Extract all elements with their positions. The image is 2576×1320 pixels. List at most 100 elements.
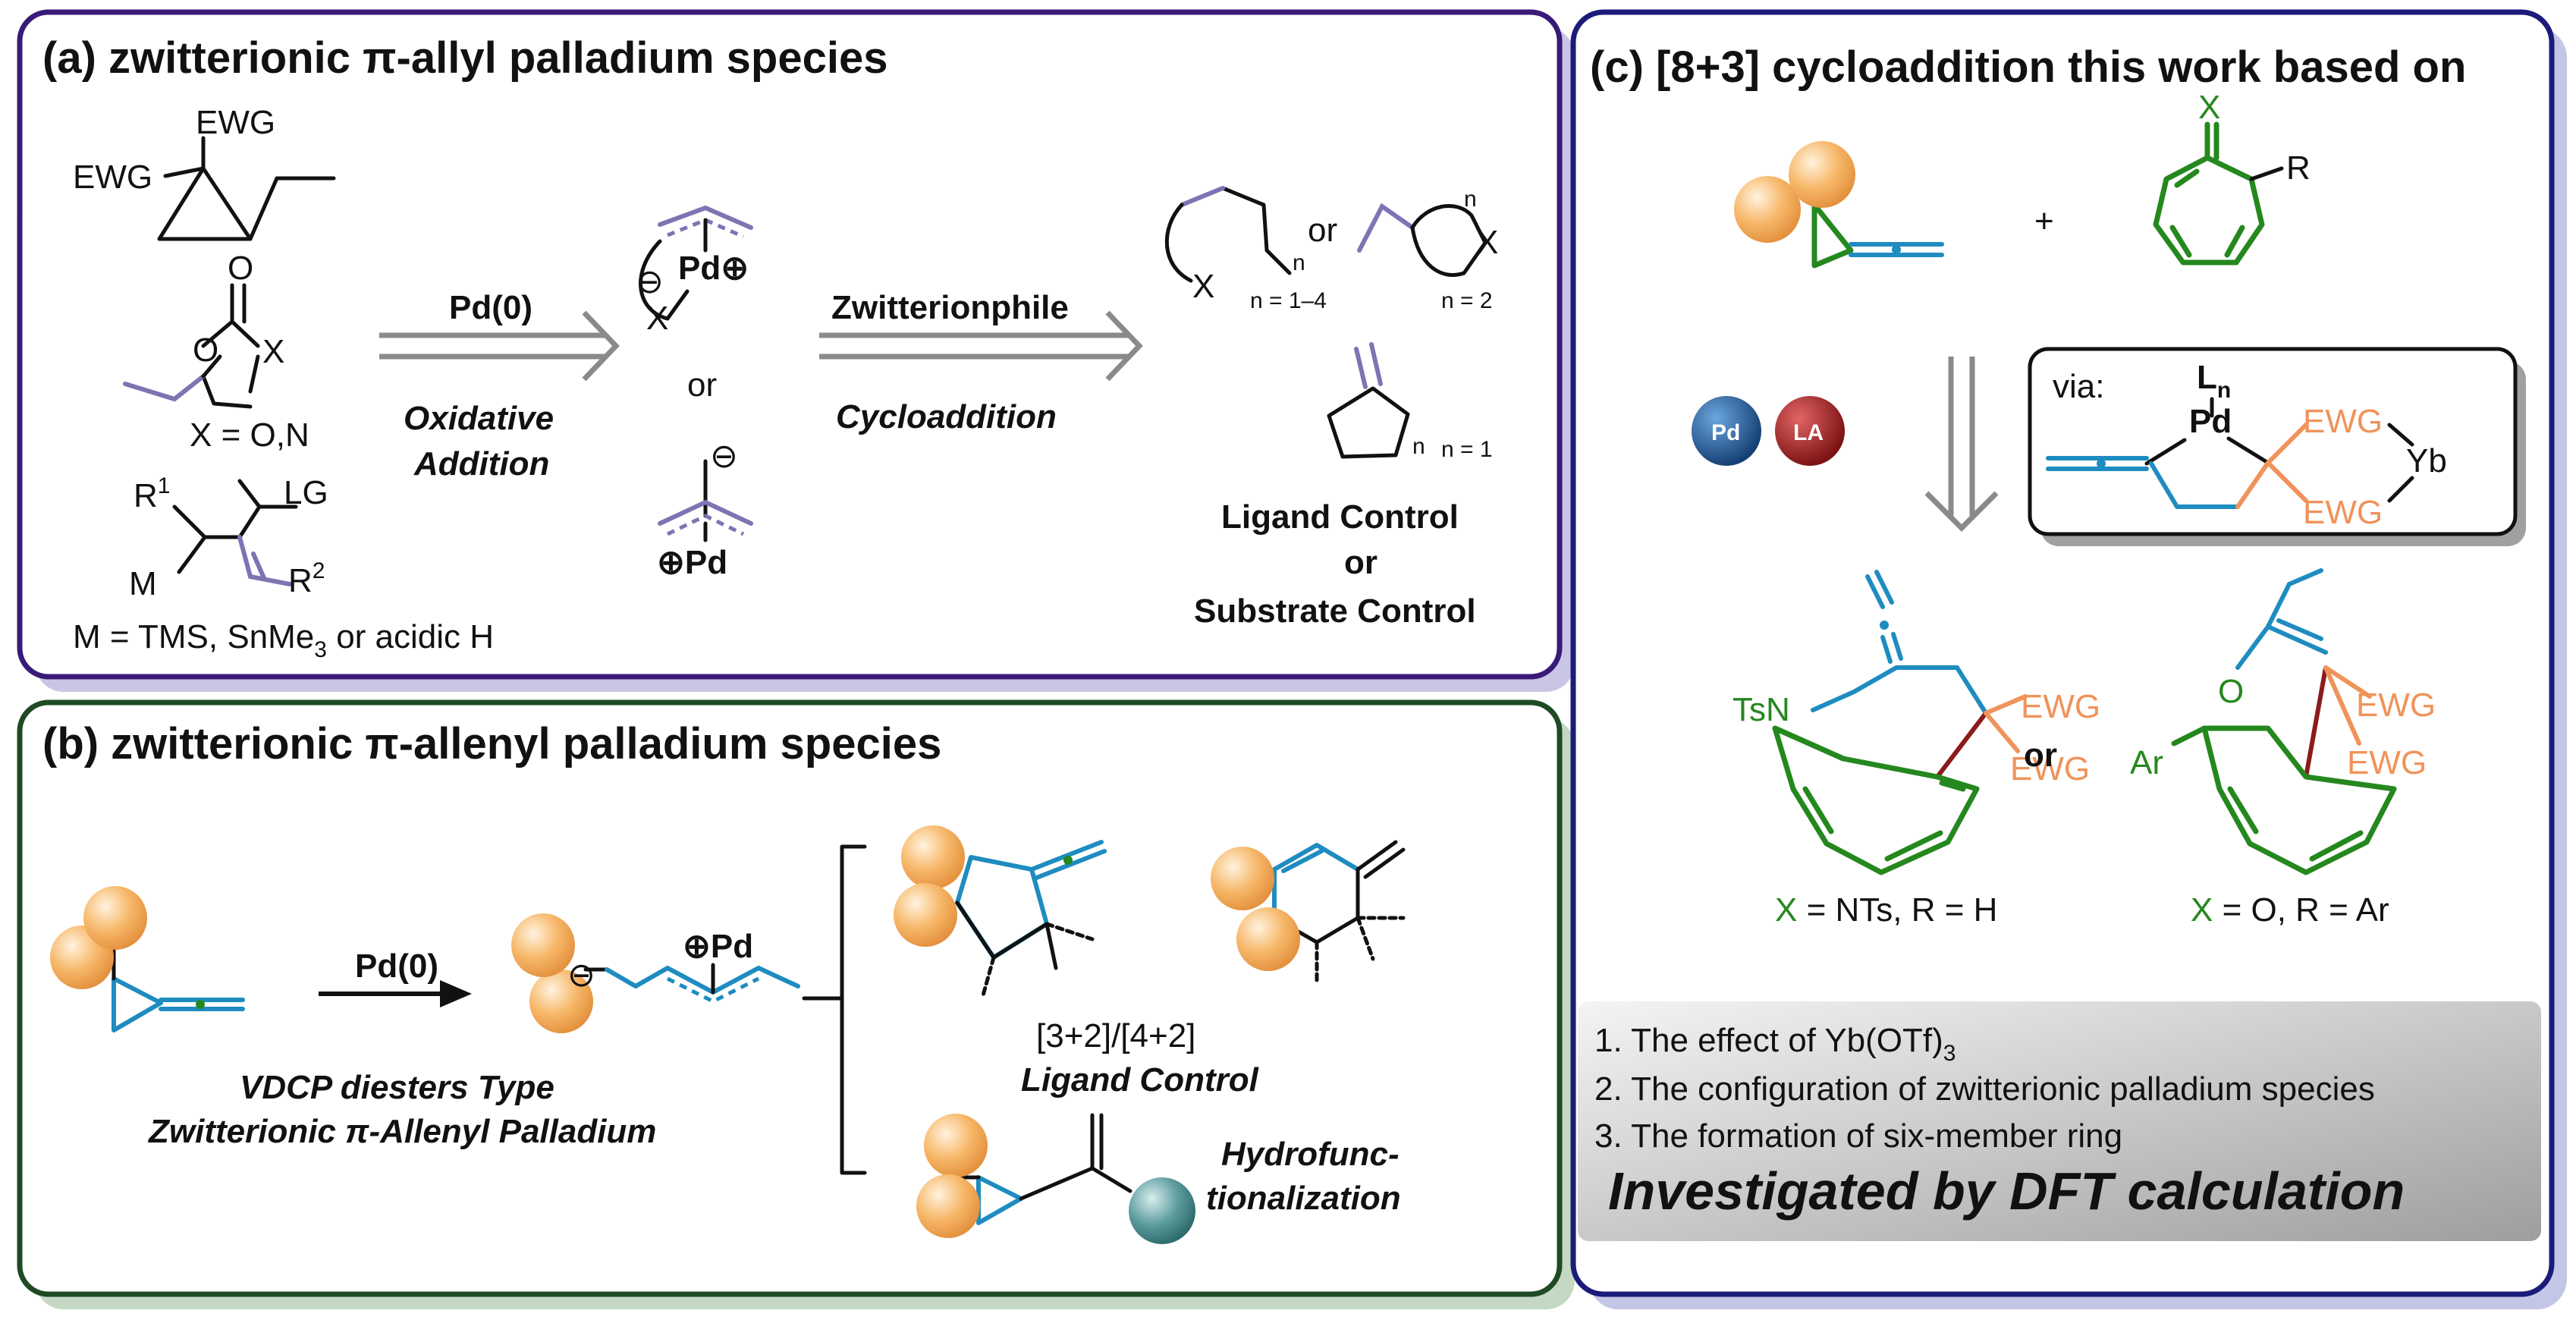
allenyl-pd-intermediate [583, 963, 800, 1004]
ligand-control-label: Ligand Control [1221, 498, 1459, 536]
substituent-sphere [1211, 847, 1274, 910]
cyclopentane-product [955, 840, 1107, 998]
substrate1-ewg-left: EWG [73, 159, 152, 196]
product2-x: X [1476, 224, 1498, 261]
carbonate-x-definition: X = O,N [190, 416, 309, 454]
condition-1: X = NTs, R = H [1775, 891, 1997, 929]
oxidative-addition-arrow [379, 310, 620, 382]
carbonate-x: X [262, 333, 284, 370]
product1-ewg-2: EWG [2010, 750, 2090, 787]
panel-c-title: (c) [8+3] cycloaddition this work based … [1590, 42, 2466, 92]
via-box [2028, 347, 2518, 536]
product1-n-range: n = 1–4 [1250, 288, 1327, 313]
allyl-lg-structure [172, 479, 298, 586]
substituent-sphere [924, 1114, 988, 1177]
product-ring-2 [1357, 203, 1487, 277]
panel-b-title: (b) zwitterionic π-allenyl palladium spe… [42, 719, 941, 768]
product2-o: O [2218, 673, 2244, 710]
product1-n: n [1293, 250, 1305, 275]
substrate-control-label: Substrate Control [1194, 592, 1476, 630]
product2-n: n [1464, 187, 1477, 212]
product3-n: n [1412, 434, 1425, 459]
ligand-control-b: Ligand Control [1021, 1061, 1259, 1098]
substituent-sphere [916, 1174, 980, 1238]
or-1: or [687, 366, 717, 404]
caption-line-1: VDCP diesters Type [240, 1069, 554, 1106]
ln-label: Ln [2197, 359, 2231, 403]
panel-a-title: (a) zwitterionic π-allyl palladium speci… [42, 33, 888, 83]
arrow1-bottom-label-1: Oxidative [404, 400, 554, 437]
product2-ewg-2: EWG [2347, 744, 2427, 781]
vinylcyclopropane-structure [157, 136, 336, 241]
product2-n-range: n = 2 [1441, 288, 1493, 313]
product1-x: X [1192, 268, 1214, 305]
product2-ewg-1: EWG [2356, 687, 2436, 724]
pd-plus-1: Pd⊕ [678, 250, 749, 287]
arrow-b-label: Pd(0) [355, 948, 438, 985]
pd0-arrow-b [319, 980, 472, 1007]
cyclo-label: [3+2]/[4+2] [1036, 1017, 1195, 1054]
allyl-r2: R2 [288, 558, 325, 599]
arrow2-top-label: Zwitterionphile [831, 289, 1069, 326]
caption-line-2: Zwitterionic π-Allenyl Palladium [147, 1113, 656, 1150]
summary-box [1578, 1001, 2541, 1241]
la-badge-label: LA [1793, 420, 1824, 445]
panel-b-frame [17, 699, 1563, 1297]
cyclohepta-pyran-product [2171, 568, 2397, 875]
cycloaddition-arrow [819, 310, 1143, 382]
pd-badge-label: Pd [1711, 420, 1740, 445]
arrow1-top-label: Pd(0) [449, 289, 532, 326]
substituent-sphere [83, 886, 147, 950]
yb-label: Yb [2406, 442, 2447, 479]
pallada-intermediate [2046, 397, 2414, 509]
reaction-arrow-down [1924, 357, 1999, 532]
minus-charge-1: ⊖ [636, 263, 664, 300]
or-2: or [1308, 212, 1337, 249]
condition-2: X = O, R = Ar [2191, 891, 2389, 929]
substituent-sphere [894, 883, 957, 947]
product1-tsn: TsN [1733, 691, 1790, 728]
product-bracket [840, 844, 867, 1175]
summary-item-2: 2. The configuration of zwitterionic pal… [1594, 1070, 2375, 1108]
allenyl-minus: ⊖ [567, 957, 595, 994]
substituent-sphere [901, 825, 965, 889]
allenyl-pd-plus: ⊕Pd [683, 928, 753, 965]
tropone-structure [2153, 121, 2284, 266]
substituent-sphere [1734, 176, 1801, 243]
product1-ewg-1: EWG [2021, 688, 2100, 725]
cyclic-carbonate-structure [123, 283, 260, 409]
pi-allyl-pd-species-1 [639, 205, 753, 321]
substituent-sphere [529, 970, 593, 1033]
plus-sign: + [2034, 203, 2054, 240]
carbonate-o-carbonyl: O [228, 250, 253, 287]
panel-a-frame [17, 9, 1563, 680]
allyl-m: M [129, 565, 157, 602]
pd-badge [1692, 396, 1761, 466]
substrate1-ewg-top: EWG [196, 104, 275, 141]
summary-item-1: 1. The effect of Yb(OTf)3 [1594, 1022, 1956, 1066]
pd-x: X [646, 300, 668, 337]
control-or-label: or [1344, 544, 1378, 581]
dft-conclusion: Investigated by DFT calculation [1608, 1161, 2405, 1221]
arrow2-bottom-label: Cycloaddition [836, 398, 1057, 435]
allyl-r1: R1 [134, 473, 170, 514]
summary-item-3: 3. The formation of six-member ring [1594, 1117, 2122, 1155]
product-ring-1 [1164, 186, 1292, 283]
product3-n-range: n = 1 [1441, 437, 1493, 462]
substituent-sphere [511, 913, 575, 977]
cyclohepta-pyridine-product [1772, 570, 2028, 875]
product2-ar: Ar [2130, 744, 2163, 781]
tropone-r: R [2286, 149, 2311, 187]
pi-allyl-pd-species-2 [658, 459, 753, 542]
arrow1-bottom-label-2: Addition [413, 445, 549, 482]
hydro-label-2: tionalization [1206, 1180, 1401, 1217]
hydro-label-1: Hydrofunc- [1221, 1136, 1400, 1173]
panel-c-frame [1570, 9, 2555, 1297]
carbonate-o-ring: O [193, 332, 218, 369]
pd-plus-2: ⊕Pd [657, 544, 727, 581]
tropone-x: X [2198, 89, 2220, 126]
minus-charge-2: ⊖ [710, 438, 738, 475]
via-ewg-1: EWG [2303, 403, 2383, 440]
m-definition: M = TMS, SnMe3 or acidic H [73, 618, 494, 662]
